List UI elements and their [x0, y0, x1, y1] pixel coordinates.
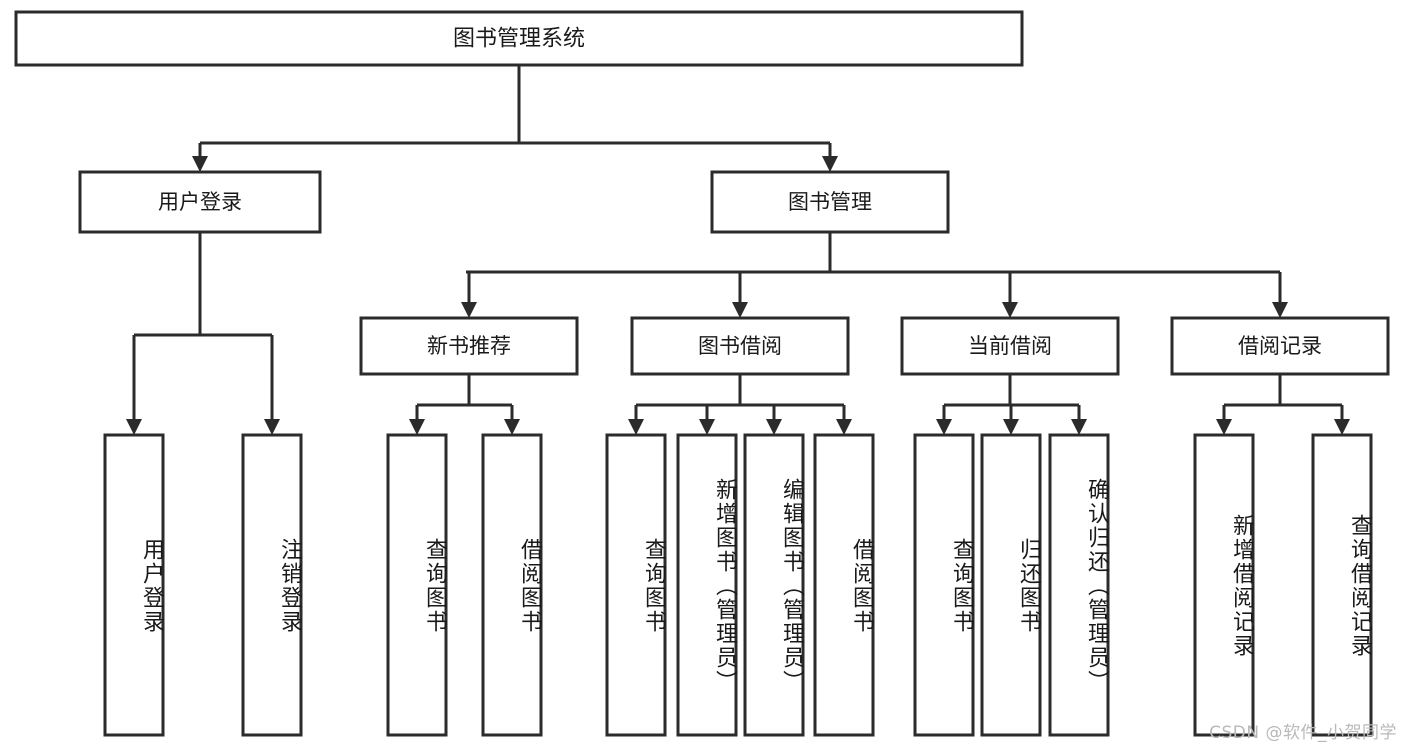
connectors-layer	[126, 65, 1350, 435]
edge-root-to-l1-1-arrowhead	[822, 156, 838, 172]
root-node-label: 图书管理系统	[453, 27, 585, 52]
edge-leaf-8-arrowhead	[936, 419, 952, 435]
leaf-node-box-1[interactable]	[241, 433, 303, 737]
leaf-node-box-6[interactable]	[743, 433, 805, 737]
leaf-node-box-11[interactable]	[1193, 433, 1255, 737]
leaf-node-box-3[interactable]	[481, 433, 543, 737]
leaf-node-box-2[interactable]	[386, 433, 448, 737]
edge-leaf-9-arrowhead	[1003, 419, 1019, 435]
level2-node-box-0[interactable]	[359, 316, 579, 376]
edge-leaf-7-arrowhead	[836, 419, 852, 435]
edge-l1-to-l2-3-arrowhead	[1272, 302, 1288, 318]
level1-node-label-0: 用户登录	[158, 190, 242, 214]
edge-leaf-6-arrowhead	[766, 419, 782, 435]
leaf-node-box-7[interactable]	[813, 433, 875, 737]
edge-leaf-1-arrowhead	[264, 419, 280, 435]
edge-leaf-12-arrowhead	[1334, 419, 1350, 435]
edge-l1-to-l2-2-arrowhead	[1002, 302, 1018, 318]
edge-root-to-l1-0-arrowhead	[192, 156, 208, 172]
edge-leaf-11-arrowhead	[1216, 419, 1232, 435]
edge-l1-to-l2-1-arrowhead	[732, 302, 748, 318]
level2-node-box-1[interactable]	[630, 316, 850, 376]
level2-node-box-3[interactable]	[1170, 316, 1390, 376]
leaf-node-box-12[interactable]	[1311, 433, 1373, 737]
level1-node-label-1: 图书管理	[788, 190, 872, 214]
leaf-node-box-0[interactable]	[103, 433, 165, 737]
level1-node-box-0[interactable]	[78, 170, 322, 234]
level2-node-label-3: 借阅记录	[1238, 334, 1322, 358]
level2-node-box-2[interactable]	[900, 316, 1120, 376]
level2-node-label-2: 当前借阅	[968, 334, 1052, 358]
level2-node-label-1: 图书借阅	[698, 334, 782, 358]
leaf-node-box-4[interactable]	[605, 433, 667, 737]
edge-leaf-4-arrowhead	[628, 419, 644, 435]
edge-l1-to-l2-0-arrowhead	[461, 302, 477, 318]
leaf-node-box-8[interactable]	[913, 433, 975, 737]
edge-leaf-0-arrowhead	[126, 419, 142, 435]
boxes-layer	[14, 10, 1390, 737]
watermark-text: CSDN @软件_小贺同学	[1209, 723, 1397, 743]
root-node-box-0[interactable]	[14, 10, 1024, 67]
leaf-node-box-10[interactable]	[1048, 433, 1110, 737]
leaf-node-box-9[interactable]	[980, 433, 1042, 737]
edge-leaf-5-arrowhead	[699, 419, 715, 435]
level2-node-label-0: 新书推荐	[427, 334, 511, 358]
edge-leaf-10-arrowhead	[1071, 419, 1087, 435]
edge-leaf-2-arrowhead	[409, 419, 425, 435]
level1-node-box-1[interactable]	[710, 170, 950, 234]
edge-leaf-3-arrowhead	[504, 419, 520, 435]
leaf-node-box-5[interactable]	[676, 433, 738, 737]
